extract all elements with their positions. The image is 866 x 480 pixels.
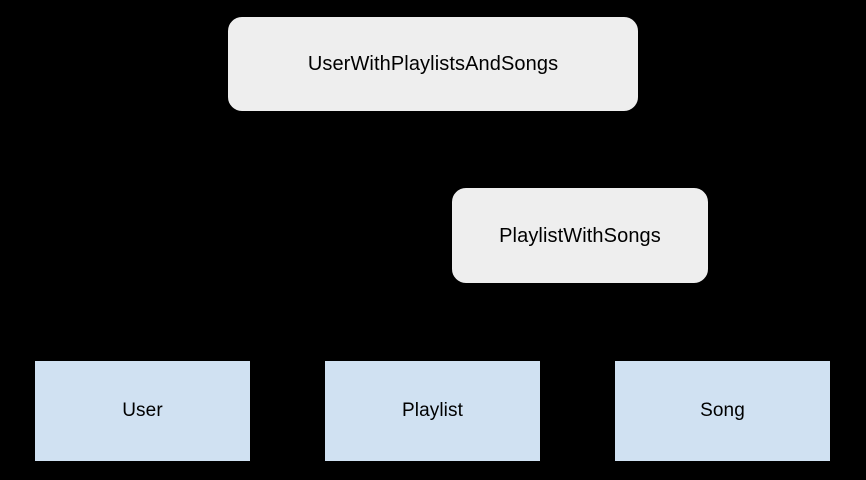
node-label: User — [122, 399, 163, 421]
node-user[interactable]: User — [35, 361, 250, 461]
edge-userwithplaylistsandsongs-to-playlistwithsongs — [519, 111, 581, 188]
node-playlist[interactable]: Playlist — [325, 361, 540, 461]
node-label: Playlist — [402, 399, 463, 421]
node-userwithplaylistsandsongs[interactable]: UserWithPlaylistsAndSongs — [228, 17, 638, 111]
node-label: Song — [700, 399, 745, 421]
node-song[interactable]: Song — [615, 361, 830, 461]
edge-userwithplaylistsandsongs-to-user — [141, 111, 331, 361]
node-label: PlaylistWithSongs — [499, 224, 661, 247]
node-playlistwithsongs[interactable]: PlaylistWithSongs — [452, 188, 708, 283]
edge-playlistwithsongs-to-song — [639, 283, 723, 361]
node-label: UserWithPlaylistsAndSongs — [307, 53, 559, 75]
edge-playlistwithsongs-to-playlist — [431, 283, 541, 361]
